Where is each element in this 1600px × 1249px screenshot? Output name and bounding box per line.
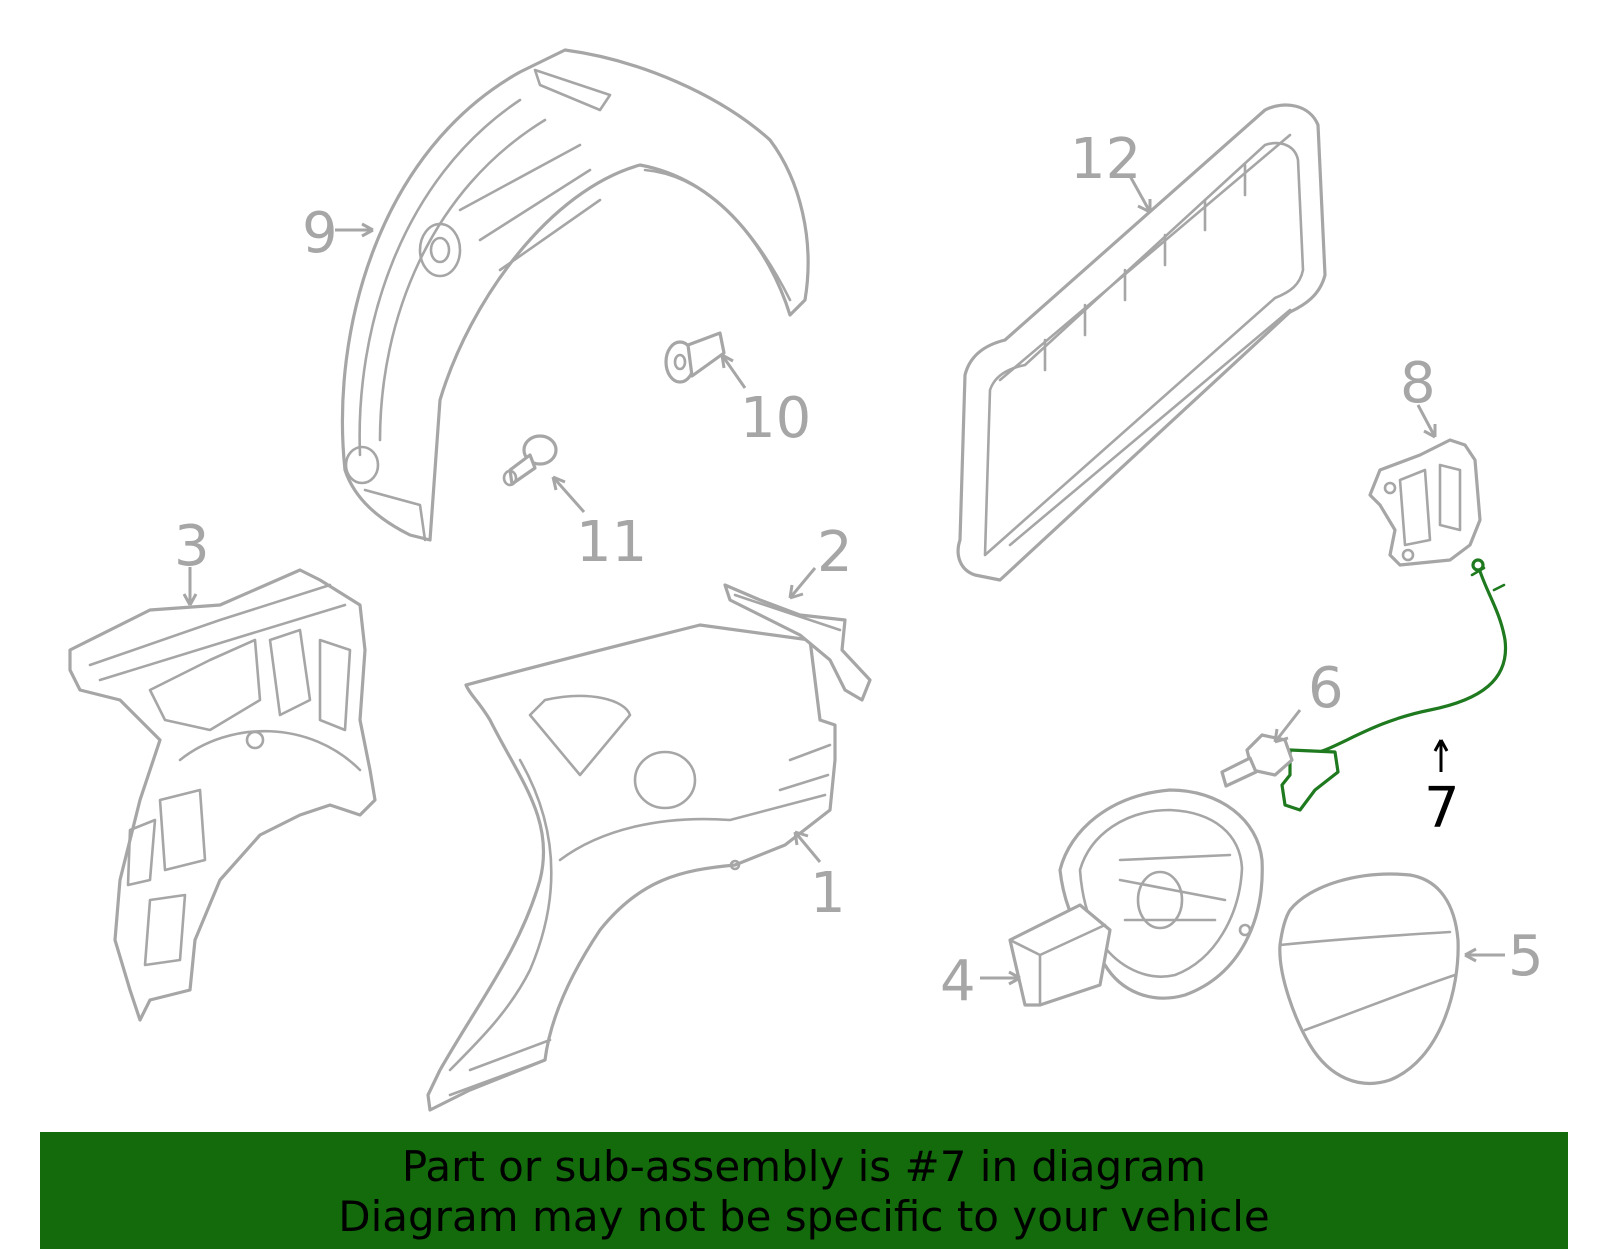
leader-lines: [182, 175, 1505, 986]
part-1-quarter-panel[interactable]: [426, 623, 837, 1112]
callout-12: 12: [1070, 127, 1141, 192]
callout-11: 11: [576, 510, 647, 575]
part-4-filler-housing[interactable]: [1008, 788, 1264, 1007]
part-11-clip[interactable]: [502, 434, 558, 487]
banner-line-part: Part or sub-assembly is #7 in diagram: [401, 1142, 1207, 1191]
callout-5: 5: [1508, 924, 1544, 989]
info-banner: Part or sub-assembly is #7 in diagram Di…: [40, 1132, 1568, 1249]
part-8-housing[interactable]: [1368, 438, 1482, 567]
callout-8: 8: [1400, 351, 1436, 416]
part-7-release-cable[interactable]: [1280, 558, 1508, 812]
parts-diagram: 9 10 11 12 8 2 3 1 6 7 4 5: [68, 48, 1544, 1112]
banner-line-disclaimer: Diagram may not be specific to your vehi…: [338, 1192, 1270, 1241]
part-5-fuel-door[interactable]: [1278, 872, 1460, 1085]
part-6-bolt[interactable]: [1220, 733, 1294, 788]
callout-6: 6: [1308, 656, 1344, 721]
callout-1: 1: [810, 861, 846, 926]
callout-4: 4: [940, 949, 976, 1014]
callout-3: 3: [174, 514, 210, 579]
part-3-inner-structure[interactable]: [68, 568, 377, 1022]
callout-10: 10: [740, 386, 811, 451]
callout-9: 9: [302, 201, 338, 266]
part-2-bracket[interactable]: [723, 583, 872, 702]
part-10-clip[interactable]: [664, 331, 726, 384]
part-9-wheelhouse-liner[interactable]: [340, 48, 810, 542]
callout-7: 7: [1424, 776, 1460, 841]
callout-2: 2: [817, 520, 853, 585]
part-12-panel[interactable]: [956, 103, 1327, 582]
